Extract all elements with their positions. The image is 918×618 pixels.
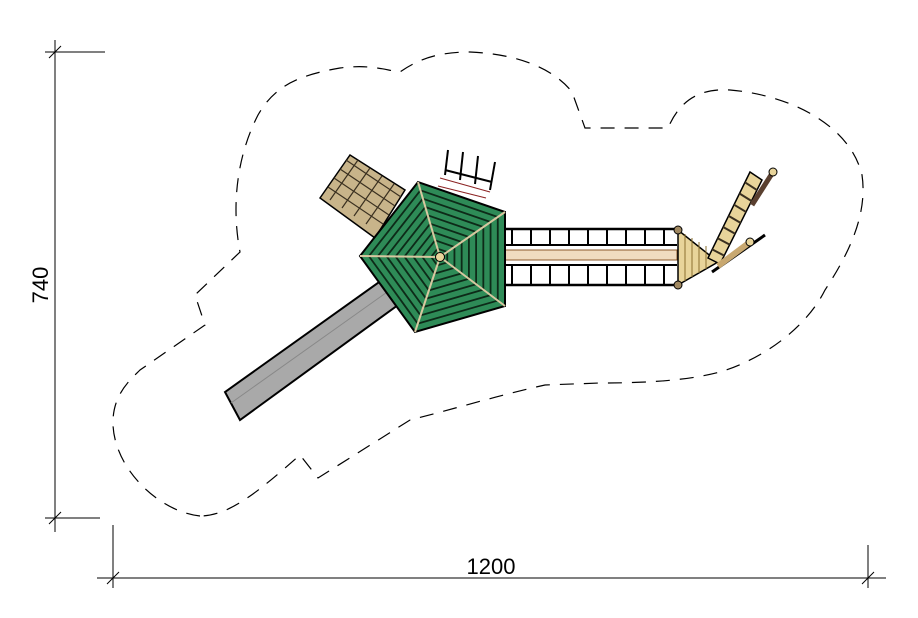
roof-finial <box>435 252 445 262</box>
safety-zone-boundary <box>112 51 864 517</box>
pentagon-roof <box>358 180 506 334</box>
deck-platform <box>318 153 407 240</box>
height-dimension <box>45 40 105 532</box>
height-label: 740 <box>28 267 53 304</box>
ladder <box>707 167 778 274</box>
climbing-net <box>437 149 496 199</box>
triangle-platform <box>673 225 720 290</box>
width-label: 1200 <box>467 554 516 579</box>
width-dimension <box>97 525 886 588</box>
rope-bridge <box>504 227 678 287</box>
slide <box>223 278 400 422</box>
